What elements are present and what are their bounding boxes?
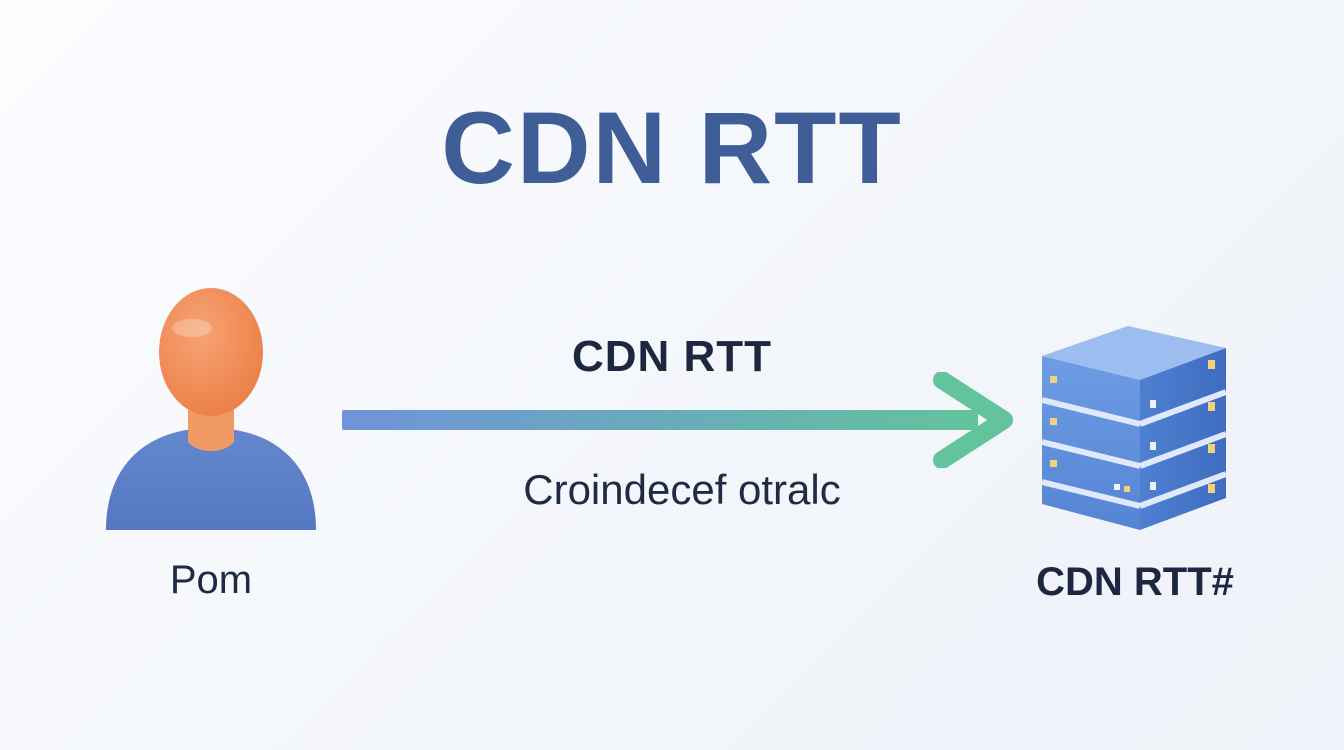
person-icon [106,288,316,530]
arrow-bottom-label: Croindecef otralc [523,466,841,513]
arrow-shaft [342,410,978,430]
person-label: Pom [169,558,253,602]
server-light [1124,486,1130,492]
person-head-highlight [172,319,212,337]
server-label: CDN RTT# [1036,560,1234,604]
arrow-right-icon [342,372,1013,468]
server-light [1050,460,1057,467]
arrow-head [933,372,1013,468]
person-head [159,288,263,416]
server-rack-icon [1041,326,1228,530]
server-light [1150,400,1156,408]
person-body [106,428,316,530]
server-light [1114,484,1120,490]
person-neck [188,410,234,451]
server-light [1150,482,1156,490]
server-light [1050,376,1057,383]
server-light [1208,402,1215,411]
server-light [1150,442,1156,450]
server-top-face [1042,326,1226,380]
server-light [1208,360,1215,369]
diagram-title: CDN RTT [441,91,903,205]
server-light [1050,418,1057,425]
arrow-top-label: CDN RTT [571,332,773,381]
server-light [1208,484,1215,493]
server-light [1208,444,1215,453]
